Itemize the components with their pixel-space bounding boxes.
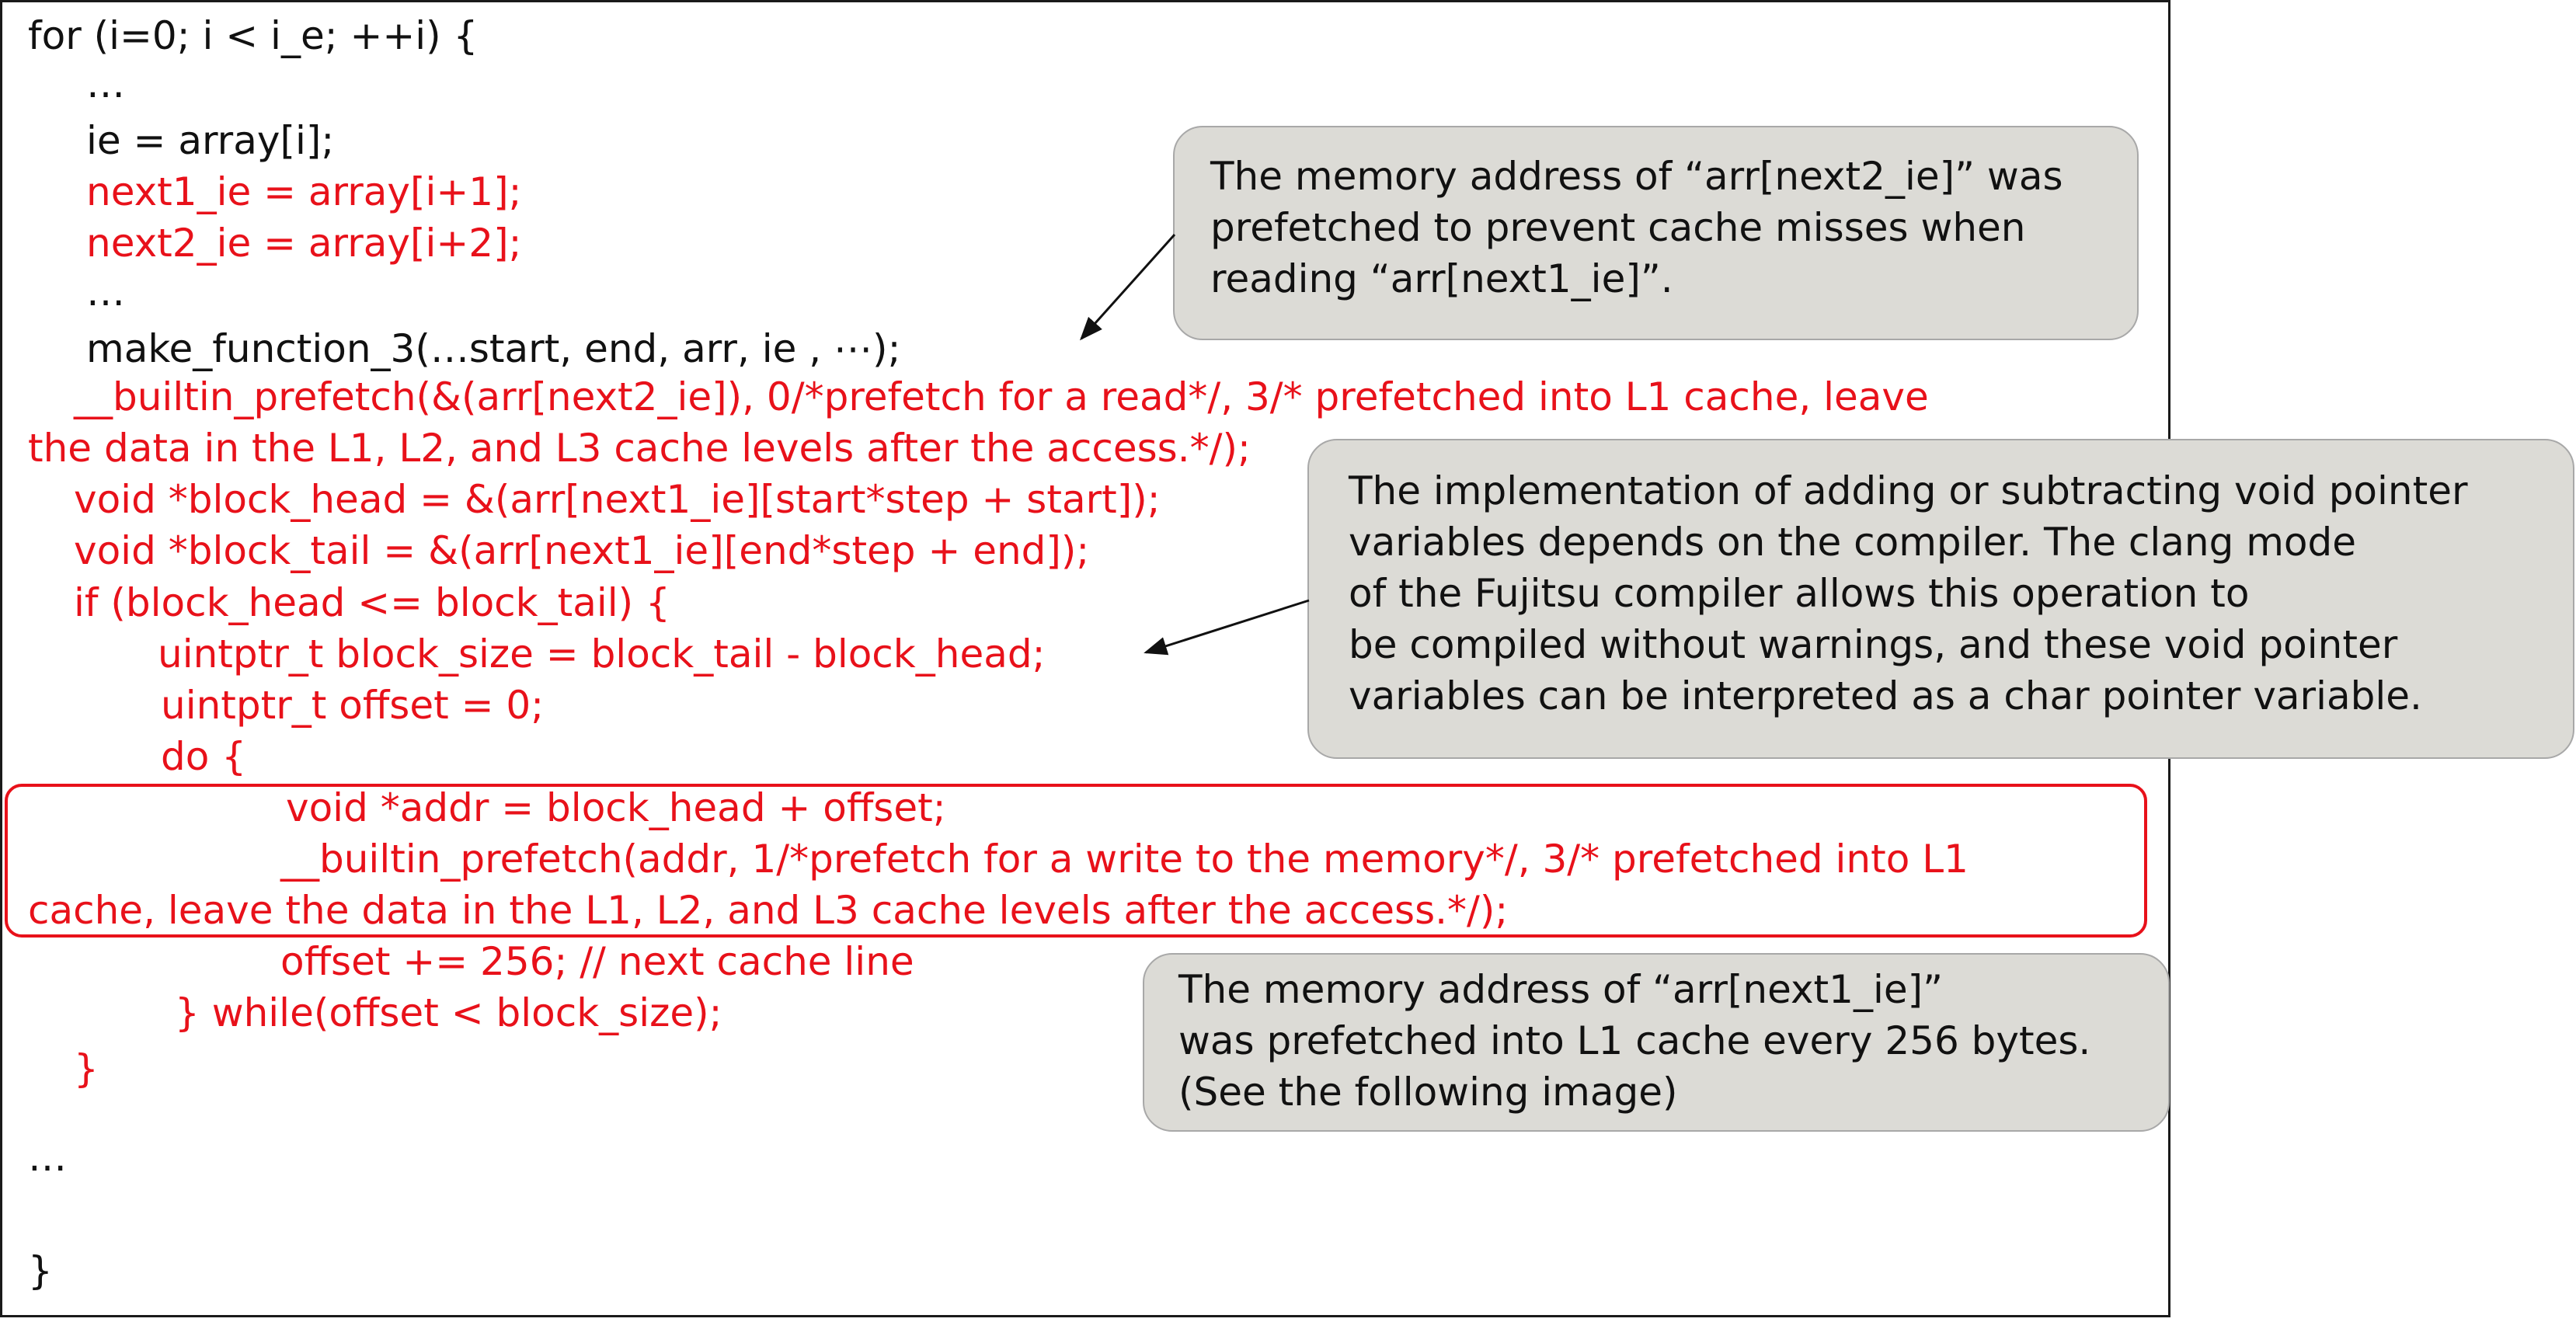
code-line-12: if (block_head <= block_tail) {: [74, 580, 670, 625]
callout-2-line-4: be compiled without warnings, and these …: [1349, 622, 2398, 667]
callout-2-line-1: The implementation of adding or subtract…: [1349, 468, 2468, 513]
callout-void-pointer-arithmetic: The implementation of adding or subtract…: [1307, 439, 2574, 759]
code-line-19: offset += 256; // next cache line: [280, 939, 914, 984]
code-line-20: } while(offset < block_size);: [175, 990, 722, 1035]
code-line-11: void *block_tail = &(arr[next1_ie][end*s…: [74, 528, 1090, 573]
code-line-1: for (i=0; i < i_e; ++i) {: [28, 13, 479, 58]
callout-1-line-1: The memory address of “arr[next2_ie]” wa…: [1210, 154, 2063, 199]
callout-prefetch-next2: The memory address of “arr[next2_ie]” wa…: [1173, 126, 2139, 340]
callout-3-line-3: (See the following image): [1178, 1070, 1678, 1115]
code-line-22: …: [28, 1135, 67, 1180]
code-line-23: }: [28, 1248, 53, 1293]
code-line-4: next1_ie = array[i+1];: [86, 169, 522, 214]
callout-prefetch-next1: The memory address of “arr[next1_ie]” wa…: [1143, 953, 2170, 1132]
callout-2-line-5: variables can be interpreted as a char p…: [1349, 673, 2422, 718]
arrow-to-block-size-line: [1144, 599, 1310, 656]
code-line-8: __builtin_prefetch(&(arr[next2_ie]), 0/*…: [74, 374, 1929, 419]
callout-3-line-2: was prefetched into L1 cache every 256 b…: [1178, 1018, 2091, 1063]
code-line-10: void *block_head = &(arr[next1_ie][start…: [74, 477, 1161, 522]
code-line-5: next2_ie = array[i+2];: [86, 221, 522, 266]
code-line-15: do {: [161, 734, 247, 779]
callout-1-line-3: reading “arr[next1_ie]”.: [1210, 256, 1673, 301]
code-line-16: void *addr = block_head + offset;: [286, 785, 946, 830]
callout-2-line-2: variables depends on the compiler. The c…: [1349, 520, 2356, 565]
callout-1-line-2: prefetched to prevent cache misses when: [1210, 205, 2026, 250]
code-line-18: cache, leave the data in the L1, L2, and…: [28, 888, 1509, 933]
callout-2-line-3: of the Fujitsu compiler allows this oper…: [1349, 571, 2250, 616]
code-line-7: make_function_3(…start, end, arr, ie , ⋯…: [86, 326, 901, 371]
code-line-21: }: [74, 1046, 99, 1091]
code-line-3: ie = array[i];: [86, 118, 335, 163]
code-line-13: uintptr_t block_size = block_tail - bloc…: [158, 631, 1046, 677]
prefetch-loop-highlight-box: [5, 784, 2147, 938]
code-line-9: the data in the L1, L2, and L3 cache lev…: [28, 426, 1251, 471]
code-line-2: …: [86, 61, 125, 106]
arrow-to-make-function-line: [1079, 233, 1176, 341]
code-line-6: …: [86, 270, 125, 315]
code-line-14: uintptr_t offset = 0;: [161, 683, 545, 728]
code-line-17: __builtin_prefetch(addr, 1/*prefetch for…: [280, 837, 1969, 882]
callout-3-line-1: The memory address of “arr[next1_ie]”: [1178, 967, 1944, 1012]
